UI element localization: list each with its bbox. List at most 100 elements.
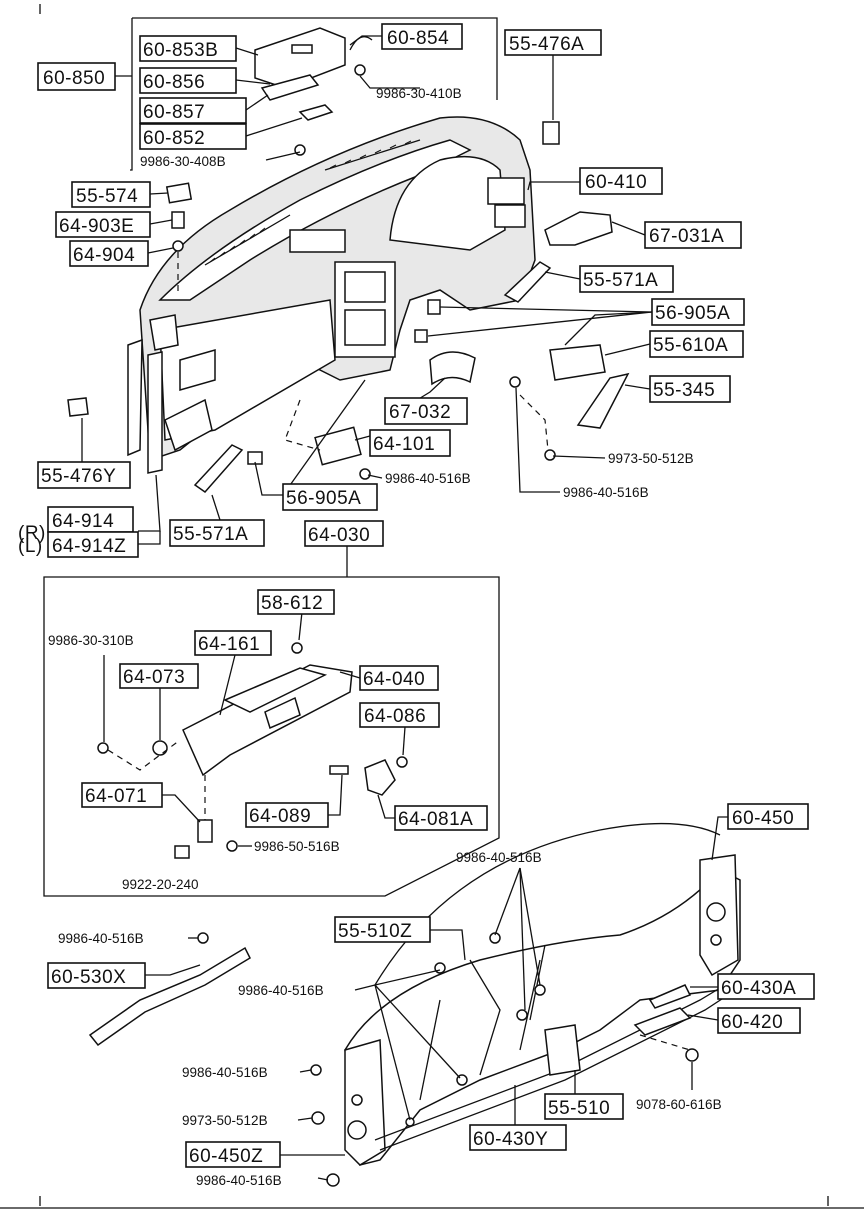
grille-part-55-571A-top bbox=[503, 261, 552, 303]
svg-text:55-510: 55-510 bbox=[548, 1098, 610, 1119]
label-67-031A[interactable]: 67-031A bbox=[644, 221, 742, 249]
label-64-086[interactable]: 64-086 bbox=[359, 702, 440, 728]
svg-text:60-850: 60-850 bbox=[43, 68, 105, 89]
label-64-040[interactable]: 64-040 bbox=[359, 665, 439, 691]
label-9986-40-516B-f: 9986-40-516B bbox=[182, 1065, 268, 1080]
label-60-854[interactable]: 60-854 bbox=[381, 23, 463, 50]
label-55-571A-bot[interactable]: 55-571A bbox=[169, 519, 265, 547]
label-60-450Z[interactable]: 60-450Z bbox=[185, 1141, 281, 1168]
label-64-071[interactable]: 64-071 bbox=[81, 782, 163, 808]
washer-part-64-904 bbox=[172, 240, 184, 252]
label-55-574[interactable]: 55-574 bbox=[71, 181, 151, 208]
label-60-850[interactable]: 60-850 bbox=[37, 62, 116, 91]
label-60-856[interactable]: 60-856 bbox=[139, 67, 237, 94]
grille-part-55-571A-bot bbox=[193, 444, 244, 493]
glovebox-group-frame bbox=[43, 576, 500, 897]
label-55-345[interactable]: 55-345 bbox=[649, 375, 731, 403]
label-60-852[interactable]: 60-852 bbox=[139, 123, 247, 150]
label-9973-50-512B-a: 9973-50-512B bbox=[608, 451, 694, 466]
cross-member-60-430Y bbox=[374, 984, 726, 1141]
label-64-081A[interactable]: 64-081A bbox=[394, 805, 488, 831]
label-55-510Z[interactable]: 55-510Z bbox=[334, 916, 431, 943]
side-bracket-60-450Z bbox=[344, 1039, 386, 1166]
svg-text:64-081A: 64-081A bbox=[398, 809, 473, 830]
svg-text:55-510Z: 55-510Z bbox=[338, 921, 412, 942]
svg-text:60-430A: 60-430A bbox=[721, 978, 796, 999]
duct-part-67-031A bbox=[544, 211, 613, 246]
label-side-L: (L) bbox=[18, 536, 43, 557]
svg-text:55-610A: 55-610A bbox=[653, 335, 728, 356]
label-55-610A[interactable]: 55-610A bbox=[649, 330, 744, 358]
label-60-530X[interactable]: 60-530X bbox=[47, 962, 146, 989]
bracket-part-55-476A bbox=[542, 121, 560, 145]
label-60-430A[interactable]: 60-430A bbox=[717, 973, 815, 1000]
clip-part-56-905A bbox=[427, 299, 441, 315]
label-64-914[interactable]: 64-914 bbox=[47, 506, 134, 533]
pin-part-64-089 bbox=[329, 765, 349, 775]
label-60-410[interactable]: 60-410 bbox=[579, 167, 663, 195]
svg-text:55-476A: 55-476A bbox=[509, 34, 584, 55]
hinge-part-64-071 bbox=[197, 819, 213, 843]
label-9986-30-310B: 9986-30-310B bbox=[48, 633, 134, 648]
cover-part-55-345 bbox=[576, 372, 630, 429]
label-64-073[interactable]: 64-073 bbox=[119, 663, 199, 689]
svg-text:55-476Y: 55-476Y bbox=[41, 466, 116, 487]
svg-text:60-530X: 60-530X bbox=[51, 967, 126, 988]
label-60-853B[interactable]: 60-853B bbox=[139, 35, 237, 62]
label-60-430Y[interactable]: 60-430Y bbox=[469, 1124, 567, 1151]
svg-text:56-905A: 56-905A bbox=[655, 303, 730, 324]
label-55-476A[interactable]: 55-476A bbox=[504, 29, 602, 56]
svg-text:58-612: 58-612 bbox=[261, 593, 323, 614]
label-9922-20-240: 9922-20-240 bbox=[122, 877, 199, 892]
label-64-161[interactable]: 64-161 bbox=[194, 630, 272, 656]
label-9986-30-410B: 9986-30-410B bbox=[376, 86, 462, 101]
label-9986-40-516B-b: 9986-40-516B bbox=[563, 485, 649, 500]
svg-text:55-345: 55-345 bbox=[653, 380, 715, 401]
svg-text:67-032: 67-032 bbox=[389, 402, 451, 423]
svg-text:60-430Y: 60-430Y bbox=[473, 1129, 548, 1150]
label-58-612[interactable]: 58-612 bbox=[257, 589, 335, 615]
label-55-476Y[interactable]: 55-476Y bbox=[37, 461, 131, 489]
bar-60-530X bbox=[88, 946, 251, 1047]
grille-part-55-574 bbox=[165, 182, 193, 204]
label-64-903E[interactable]: 64-903E bbox=[55, 211, 151, 238]
label-56-905A-top[interactable]: 56-905A bbox=[651, 298, 745, 326]
svg-text:60-857: 60-857 bbox=[143, 102, 205, 123]
label-56-905A-bot[interactable]: 56-905A bbox=[282, 483, 378, 511]
svg-text:64-161: 64-161 bbox=[198, 634, 260, 655]
svg-text:60-852: 60-852 bbox=[143, 128, 205, 149]
label-9986-40-516B-d: 9986-40-516B bbox=[58, 931, 144, 946]
panel-part-64-101 bbox=[314, 426, 362, 466]
dash-frame-drawing bbox=[344, 869, 741, 1166]
label-60-857[interactable]: 60-857 bbox=[139, 97, 247, 124]
bracket-part-55-476Y bbox=[67, 397, 89, 417]
svg-text:60-856: 60-856 bbox=[143, 72, 205, 93]
label-64-030[interactable]: 64-030 bbox=[304, 520, 384, 547]
label-67-032[interactable]: 67-032 bbox=[384, 397, 468, 425]
weatherstrip-drawing bbox=[147, 351, 163, 474]
bracket-60-430A bbox=[648, 984, 692, 1009]
label-9986-50-516B: 9986-50-516B bbox=[254, 839, 340, 854]
label-64-089[interactable]: 64-089 bbox=[245, 802, 329, 828]
svg-text:64-071: 64-071 bbox=[85, 786, 147, 807]
lid-drawing bbox=[254, 27, 346, 89]
svg-text:64-089: 64-089 bbox=[249, 806, 311, 827]
bracket-part-55-610A bbox=[549, 344, 606, 381]
label-55-510[interactable]: 55-510 bbox=[544, 1093, 624, 1120]
svg-text:64-040: 64-040 bbox=[363, 669, 425, 690]
svg-text:64-101: 64-101 bbox=[373, 434, 435, 455]
label-60-450[interactable]: 60-450 bbox=[727, 803, 809, 830]
svg-text:60-420: 60-420 bbox=[721, 1012, 783, 1033]
svg-text:55-571A: 55-571A bbox=[583, 270, 658, 291]
label-64-914Z[interactable]: 64-914Z bbox=[47, 531, 139, 558]
bolt-part-64-903E bbox=[171, 211, 185, 229]
svg-text:64-030: 64-030 bbox=[308, 525, 370, 546]
label-64-101[interactable]: 64-101 bbox=[369, 429, 451, 457]
label-60-420[interactable]: 60-420 bbox=[717, 1007, 801, 1034]
label-9973-50-512B-b: 9973-50-512B bbox=[182, 1113, 268, 1128]
svg-text:64-086: 64-086 bbox=[364, 706, 426, 727]
leader-60-850 bbox=[115, 17, 498, 171]
label-64-904[interactable]: 64-904 bbox=[69, 240, 149, 267]
label-55-571A-top[interactable]: 55-571A bbox=[579, 265, 674, 293]
pin-part-9922-20-240 bbox=[174, 845, 190, 859]
